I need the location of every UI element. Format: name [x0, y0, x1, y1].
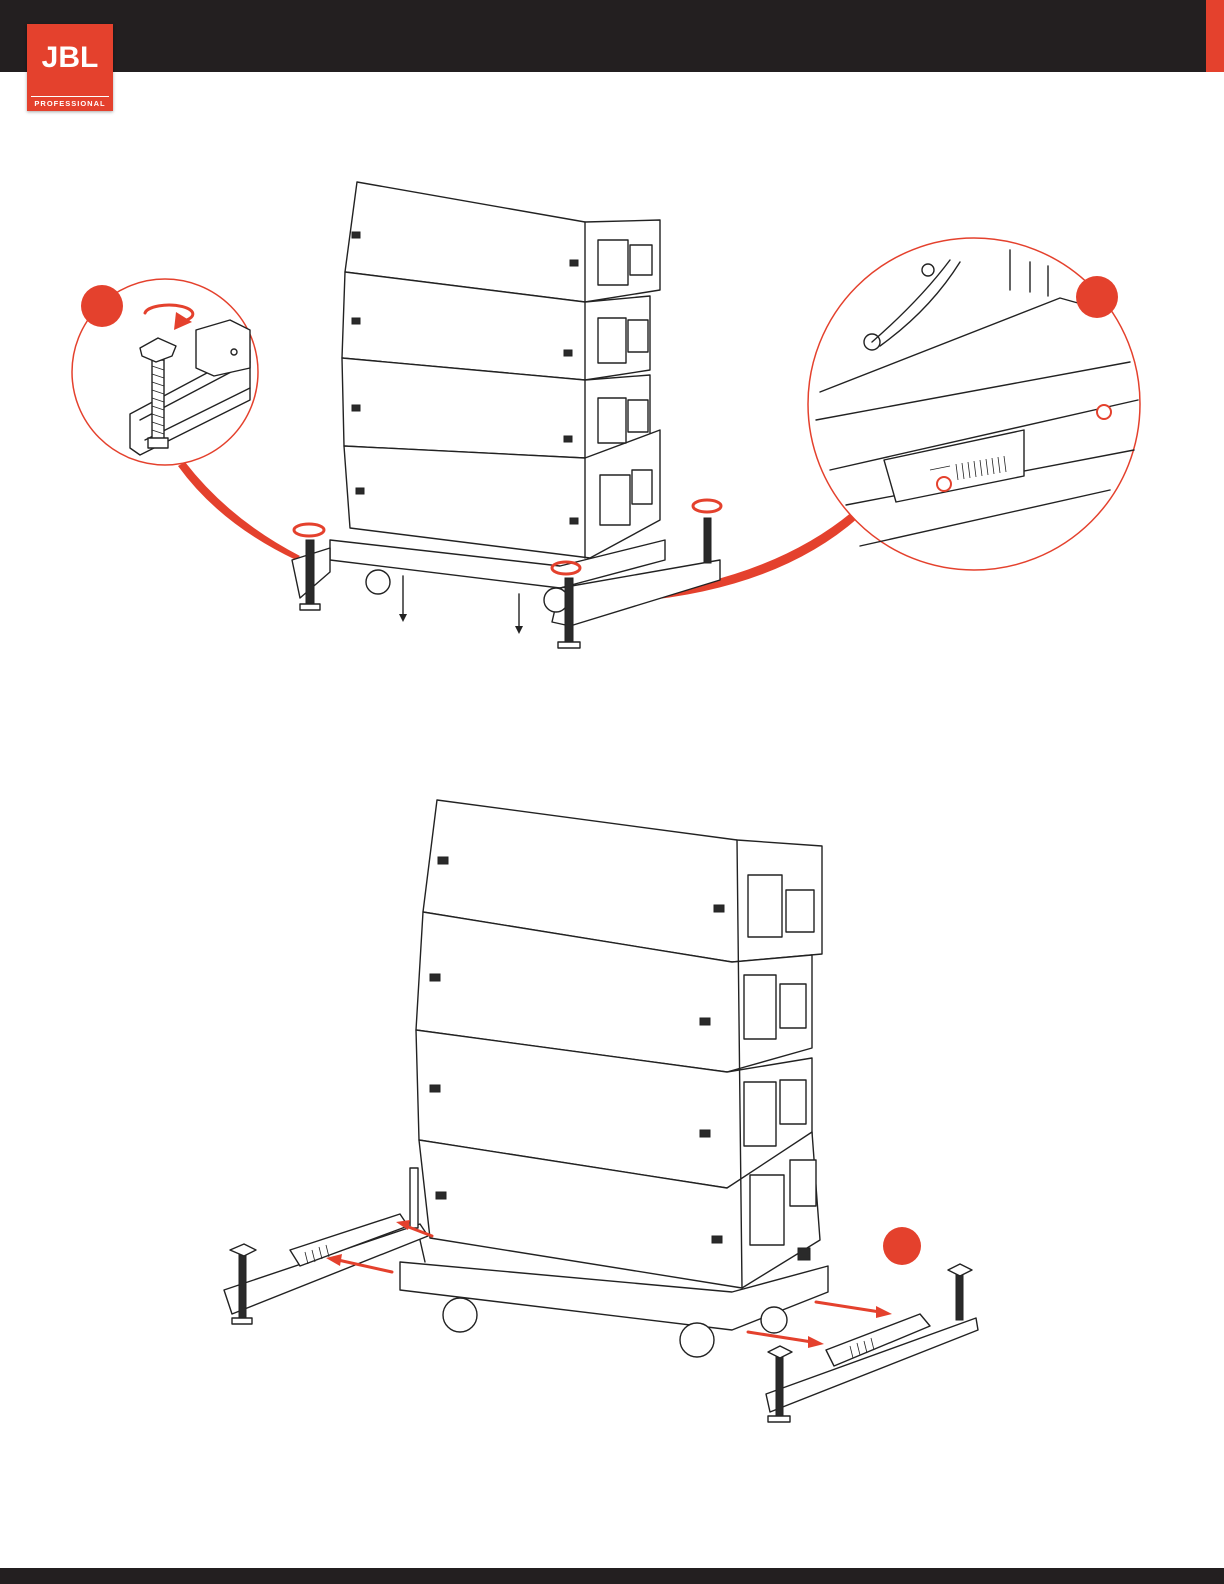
line-array-bottom	[416, 800, 822, 1288]
callout-badge-3	[883, 1227, 921, 1265]
outrigger-left	[224, 1168, 428, 1324]
footer-bar	[0, 1568, 1224, 1584]
